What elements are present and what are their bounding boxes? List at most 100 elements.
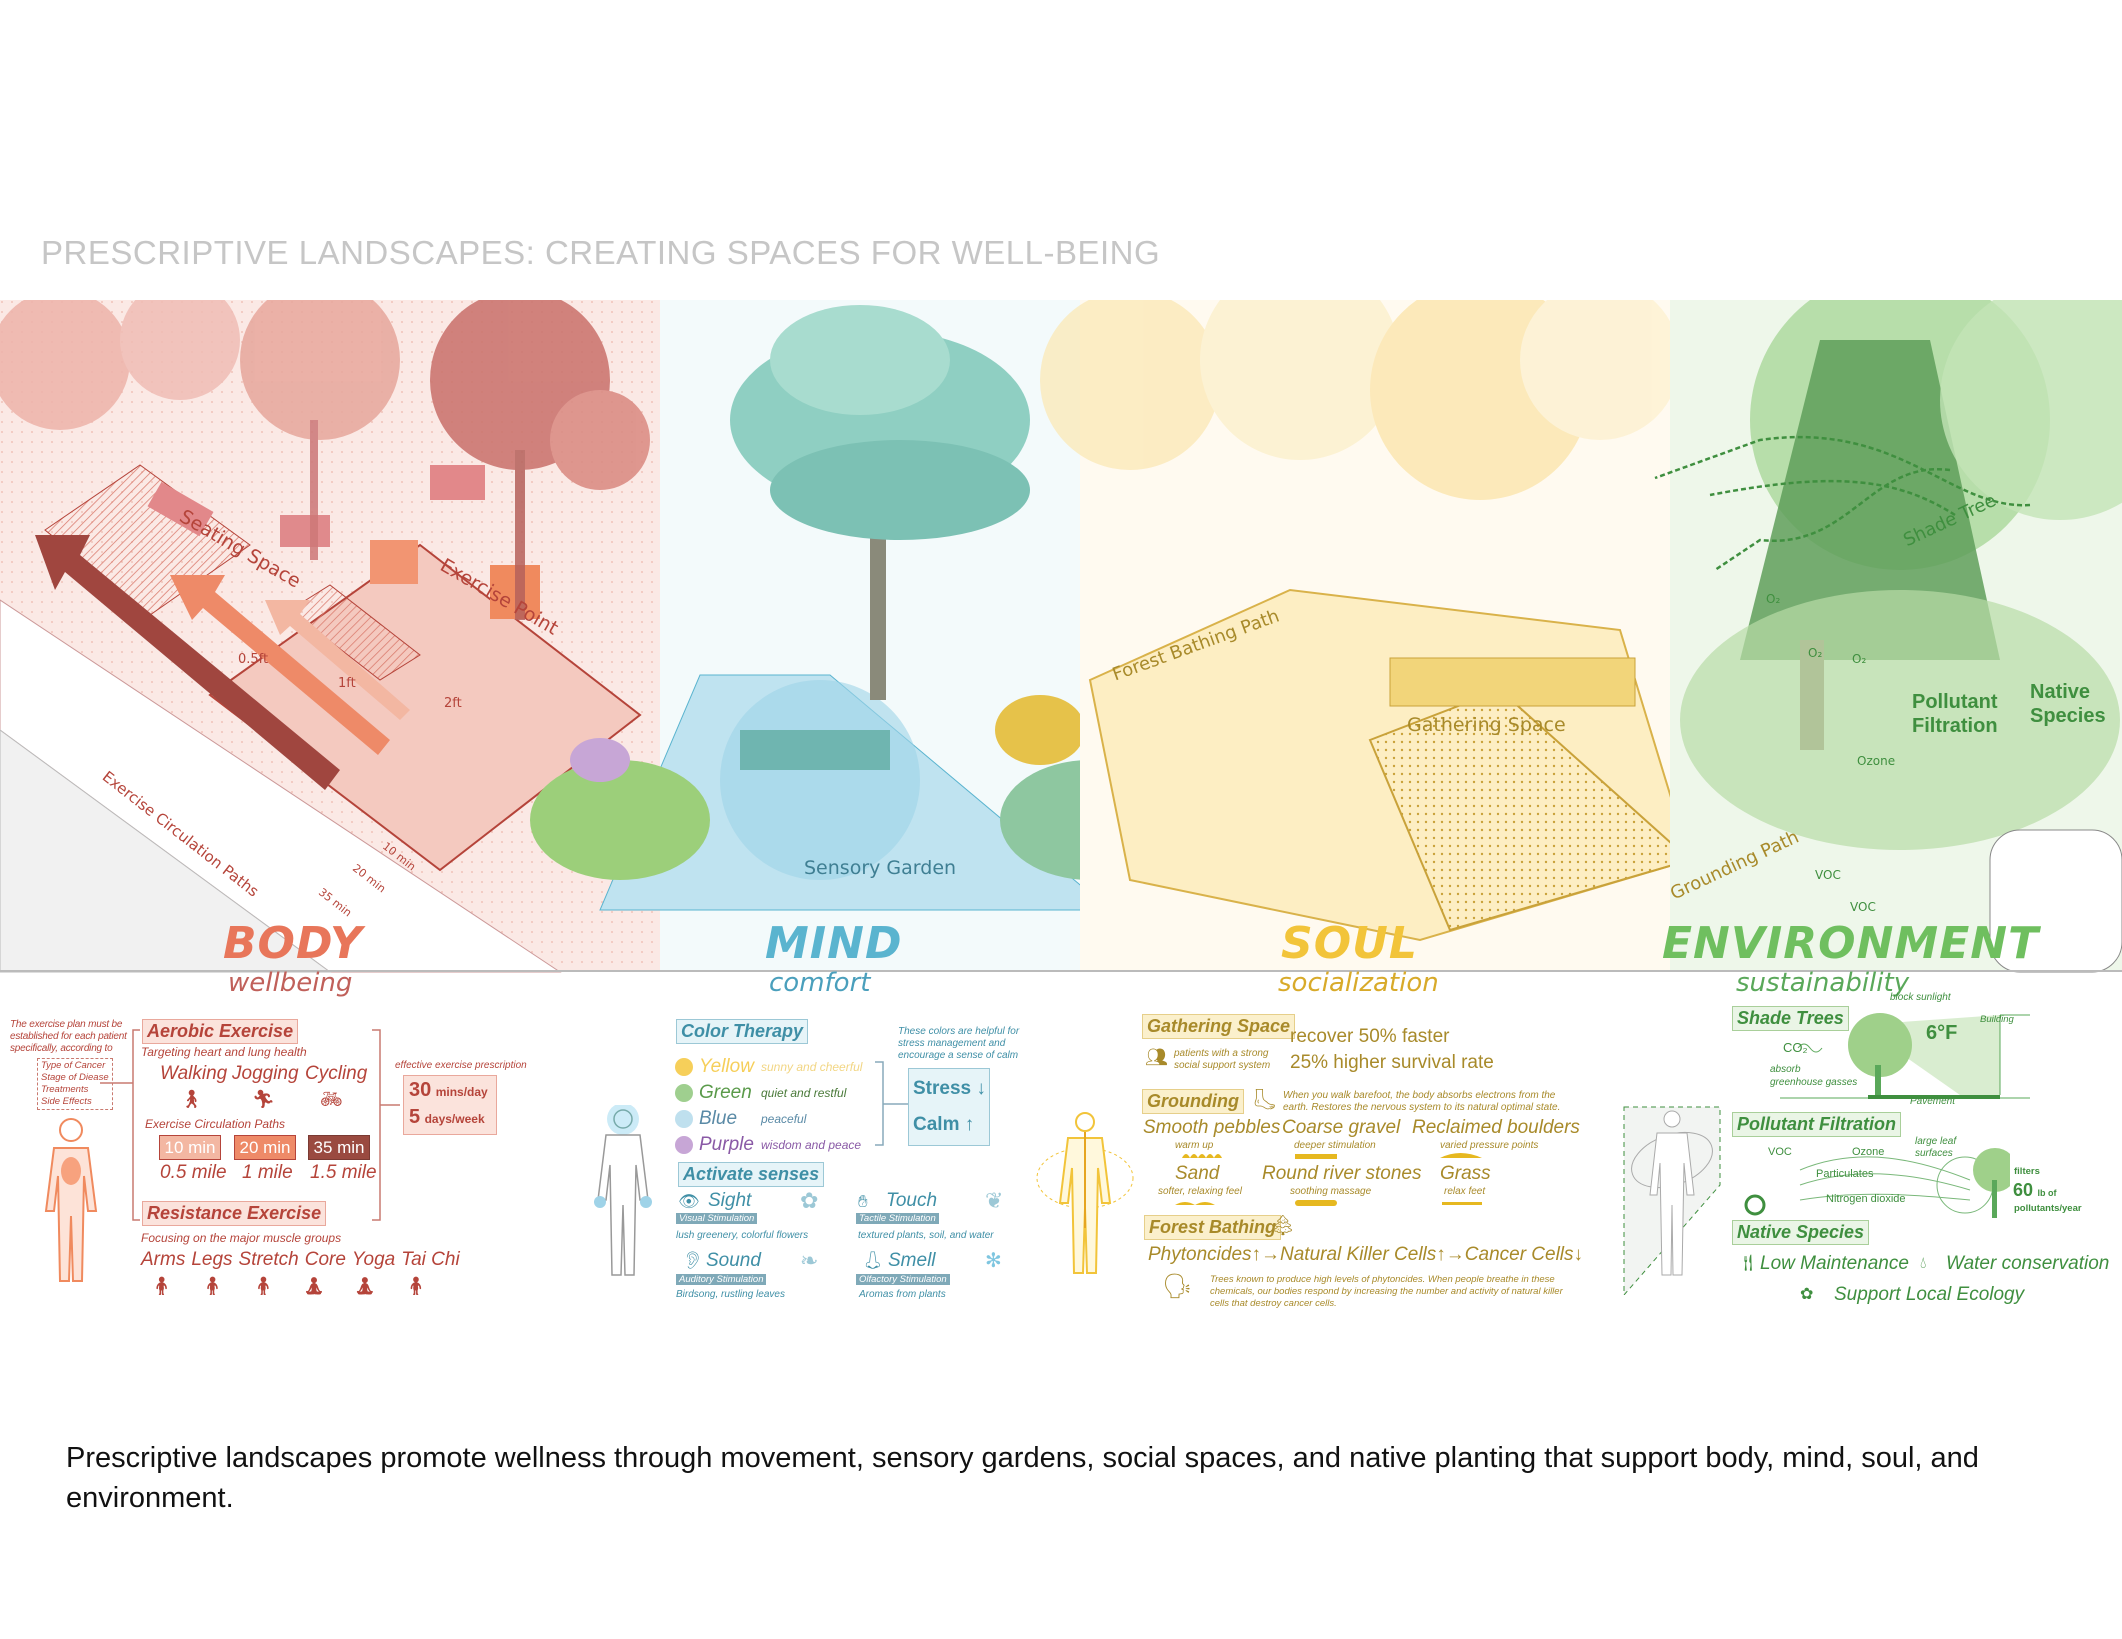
prescription-label: effective exercise prescription xyxy=(395,1060,527,1071)
eye-icon: 👁︎ xyxy=(678,1192,700,1211)
color-desc: wisdom and peace xyxy=(761,1138,862,1152)
scene-height-05ft: 0.5ft xyxy=(238,652,269,667)
surface-coarse-gravel: Coarse gravel xyxy=(1282,1117,1401,1138)
activity-tai-chi: Tai Chi xyxy=(401,1249,460,1270)
path-time-20min: 20 min xyxy=(234,1135,296,1160)
native-support-local-ecology: Support Local Ecology xyxy=(1834,1284,2025,1305)
sense-touch: Touch xyxy=(886,1190,938,1211)
ear-icon: 👂︎ xyxy=(682,1251,704,1270)
pollutant-filtration-heading: Pollutant Filtration xyxy=(1732,1112,1901,1137)
filter-amount-unit: lb of xyxy=(2037,1188,2057,1198)
people-group-icon: 👥︎ xyxy=(1145,1047,1168,1067)
body-trees xyxy=(0,300,650,620)
scene-o2-label: O₂ xyxy=(1852,652,1867,666)
sense-tag: Olfactory Stimulation xyxy=(856,1274,950,1285)
circulation-paths-heading: Exercise Circulation Paths xyxy=(145,1117,286,1131)
sense-tag: Visual Stimulation xyxy=(676,1213,758,1224)
scene-ozone-label: Ozone xyxy=(1857,754,1896,768)
body-note: The exercise plan must be established fo… xyxy=(10,1019,127,1055)
nose-icon: 👃︎ xyxy=(862,1251,884,1270)
resistance-exercise-heading: Resistance Exercise xyxy=(142,1201,327,1226)
prescription-unit: days/week xyxy=(424,1112,485,1126)
surface-desc: deeper stimulation xyxy=(1294,1140,1376,1151)
stat-number: 50% xyxy=(1358,1026,1397,1047)
color-name: Green xyxy=(699,1082,752,1103)
scent-icon: ✻ xyxy=(985,1250,1002,1272)
factor: Side Effects xyxy=(41,1096,92,1107)
scene-label-sensory-garden: Sensory Garden xyxy=(804,857,957,879)
surface-texture-icons xyxy=(1175,1153,1482,1206)
scene-height-2ft: 2ft xyxy=(444,696,462,711)
activity-yoga: Yoga xyxy=(351,1249,396,1270)
note-line: encourage a sense of calm xyxy=(898,1050,1019,1061)
nitrogen-dioxide-label: Nitrogen dioxide xyxy=(1826,1193,1906,1205)
color-desc: peaceful xyxy=(761,1112,807,1126)
phytoncide-chain: Phytoncides↑→Natural Killer Cells↑→Cance… xyxy=(1148,1244,1584,1265)
color-bracket xyxy=(875,1061,910,1146)
note-line: stress management and xyxy=(898,1038,1006,1049)
sense-tag: Tactile Stimulation xyxy=(856,1213,939,1224)
o2-flow-arrows xyxy=(1654,435,2031,572)
blue-swatch xyxy=(675,1110,693,1128)
section-label-environment: ENVIRONMENT xyxy=(1662,918,2040,969)
sense-desc: lush greenery, colorful flowers xyxy=(676,1230,809,1241)
note-line: earth. Restores the nervous system to it… xyxy=(1283,1102,1561,1113)
sense-sight: Sight xyxy=(708,1190,752,1211)
path-arrow-35min xyxy=(35,535,340,790)
path-distance: 1 mile xyxy=(242,1162,293,1183)
trees-icon: 🌲︎ xyxy=(1270,1215,1296,1237)
note-line: surfaces xyxy=(1915,1148,1953,1159)
note-line: The exercise plan must be xyxy=(10,1019,123,1030)
surface-reclaimed-boulders: Reclaimed boulders xyxy=(1412,1117,1580,1138)
surface-sand: Sand xyxy=(1175,1163,1220,1184)
note-line: patients with a strong xyxy=(1174,1048,1269,1059)
water-can-icon: 💧︎ xyxy=(1920,1255,1927,1272)
stat-recover-faster: recover 50% faster xyxy=(1290,1026,1449,1048)
resistance-subtitle: Focusing on the major muscle groups xyxy=(141,1231,342,1245)
color-name: Purple xyxy=(699,1134,754,1155)
forest-bathing-heading: Forest Bathing xyxy=(1144,1215,1282,1240)
sense-desc: textured plants, soil, and water xyxy=(858,1230,994,1241)
scene-label-native-species: Native Species xyxy=(2030,681,2106,727)
surface-desc: soothing massage xyxy=(1290,1186,1372,1197)
forest-bathing-note: Trees known to produce high levels of ph… xyxy=(1210,1274,1563,1310)
prescription-mins: 30 xyxy=(409,1079,432,1101)
sense-desc: Aromas from plants xyxy=(859,1289,946,1300)
sense-sound: Sound xyxy=(706,1250,761,1271)
scene-voc-label: VOC xyxy=(1815,868,1841,882)
sensory-garden-halo xyxy=(720,680,920,880)
native-species-heading: Native Species xyxy=(1732,1220,1870,1245)
note-line: Trees known to produce high levels of ph… xyxy=(1210,1274,1555,1285)
factor: Type of Cancer xyxy=(41,1060,106,1071)
factor: Stage of Diease xyxy=(41,1072,109,1083)
flower-icon: ✿ xyxy=(800,1188,819,1213)
color-note: These colors are helpful for stress mana… xyxy=(898,1026,1019,1062)
plant-hand-icon: ❦ xyxy=(985,1188,1004,1213)
pavement-label: Pavement xyxy=(1910,1096,1956,1107)
stat-survival-rate: 25% higher survival rate xyxy=(1290,1052,1494,1074)
activity-stretch: Stretch xyxy=(238,1249,299,1270)
environment-figure-icon xyxy=(1623,1106,1721,1295)
filter-amount-number: 60 xyxy=(2013,1180,2034,1200)
hand-icon: ✋︎ xyxy=(858,1192,868,1211)
cancer-factors-box: Type of Cancer Stage of Diease Treatment… xyxy=(37,1058,113,1110)
gathering-note: patients with a strong social support sy… xyxy=(1174,1048,1270,1072)
scene-height-1ft: 1ft xyxy=(338,676,356,691)
absorb-label: absorb greenhouse gasses xyxy=(1770,1063,1857,1089)
path-time-35min: 35 min xyxy=(308,1135,370,1160)
aerobic-exercise-heading: Aerobic Exercise xyxy=(142,1019,299,1044)
grounding-note: When you walk barefoot, the body absorbs… xyxy=(1283,1090,1560,1114)
large-leaf-label: large leaf surfaces xyxy=(1915,1136,1956,1160)
prescription-unit: mins/day xyxy=(435,1085,488,1099)
calm-label: Calm ↑ xyxy=(913,1114,975,1135)
factor: Treatments xyxy=(41,1084,89,1095)
color-name: Blue xyxy=(699,1108,738,1129)
filter-amount: 60 lb of xyxy=(2013,1180,2056,1203)
surface-round-river-stones: Round river stones xyxy=(1262,1163,1422,1184)
native-low-maintenance: Low Maintenance xyxy=(1760,1253,1909,1274)
jogging-icon: 🏃︎ xyxy=(252,1089,275,1109)
cycling-icon: 🚲︎ xyxy=(320,1089,343,1109)
note-line: large leaf xyxy=(1915,1136,1957,1147)
soul-trees xyxy=(1040,300,1680,500)
co2-label: CO₂ xyxy=(1783,1040,1808,1055)
